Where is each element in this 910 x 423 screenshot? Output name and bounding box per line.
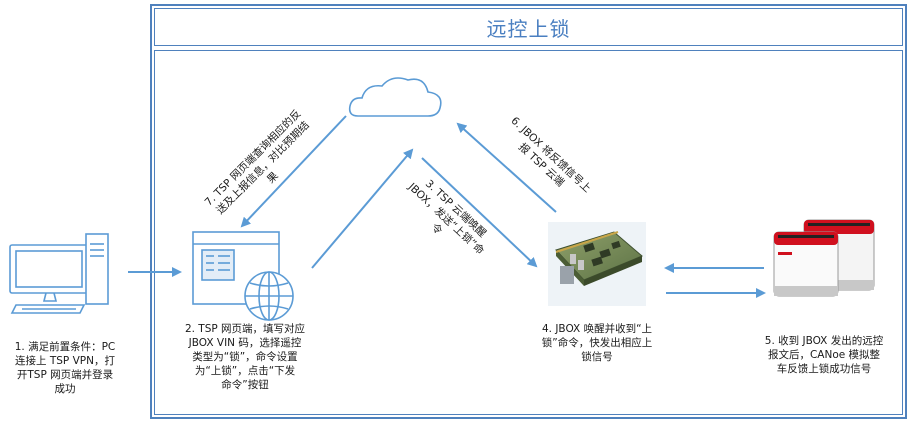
jbox-board-icon	[548, 222, 646, 306]
main-frame	[150, 4, 907, 419]
step4-caption: 4. JBOX 唤醒并收到“上 锁”命令，快发出相应上 锁信号	[541, 323, 653, 363]
arrow-web-to-cloud	[311, 148, 414, 269]
arrow-cloud-to-jbox	[421, 157, 538, 268]
arrow-cloud-to-web	[240, 115, 347, 228]
title-bar: 远控上锁	[154, 8, 903, 46]
computer-icon	[9, 233, 109, 314]
content-frame	[154, 50, 903, 415]
cloud-icon	[348, 77, 442, 117]
diagram-title: 远控上锁	[486, 16, 571, 41]
step5-caption: 5. 收到 JBOX 发出的远控 报文后，CANoe 模拟整 车反馈上锁成功信号	[764, 335, 884, 375]
flow-arrows	[128, 115, 766, 298]
step1-caption: 1. 满足前置条件：PC 连接上 TSP VPN，打 开TSP 网页端并登录 成…	[14, 341, 116, 395]
webpage-globe-icon	[192, 231, 294, 321]
step2-caption: 2. TSP 网页端，填写对应 JBOX VIN 码，选择遥控 类型为“锁”，命…	[184, 323, 306, 391]
canoe-hardware-icon	[773, 219, 875, 297]
arrow-jbox-to-cloud	[456, 122, 557, 213]
